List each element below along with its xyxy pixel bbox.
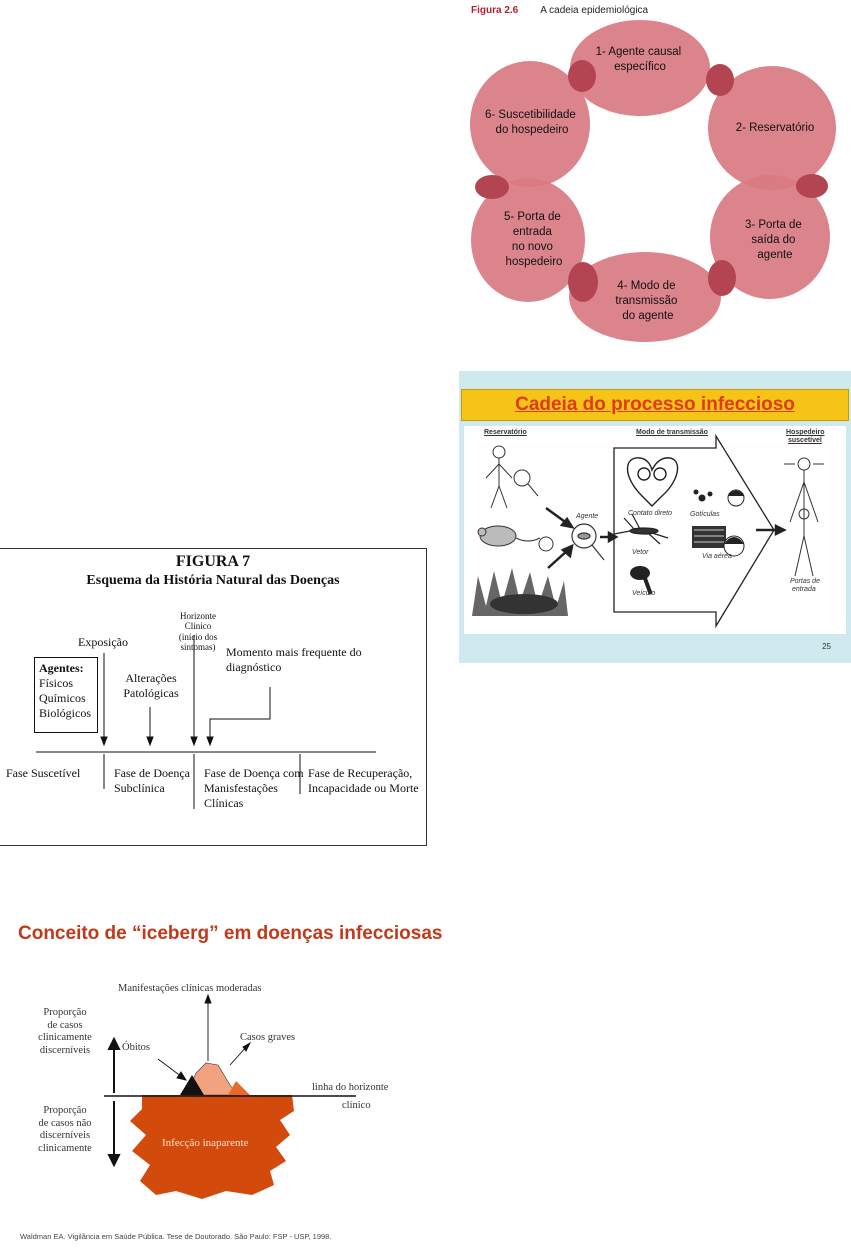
linha-horizonte-label: linha do horizonte	[312, 1082, 389, 1093]
slide-page-number: 25	[822, 642, 831, 651]
iceberg-tip-deaths	[180, 1075, 204, 1095]
chain-link-2	[708, 66, 836, 190]
proporcao-nao-discerniveis-label: Proporção de casos não discerníveis clin…	[38, 1105, 92, 1154]
figure-caption: Figura 2.6 A cadeia epidemiológica	[471, 5, 648, 16]
chain-text-6: 6- Suscetibilidade do hospedeiro	[485, 109, 579, 136]
direct-contact-icon	[626, 457, 679, 507]
label-portas-2: entrada	[792, 586, 816, 593]
label-veiculo: Veículo	[632, 590, 656, 597]
casos-graves-label: Casos graves	[240, 1032, 296, 1043]
fase-clinica: Fase de Doença com Manisfestações Clínic…	[204, 766, 304, 810]
mouse-reservoir-icon	[477, 525, 554, 552]
slide-title: Cadeia do processo infeccioso	[515, 394, 795, 415]
fase-recuperacao: Fase de Recuperação, Incapacidade ou Mor…	[308, 766, 419, 795]
label-contato-direto: Contato direto	[628, 510, 672, 517]
vehicle-food-icon	[630, 566, 653, 595]
fase-subclinica: Fase de Doença Subclínica	[114, 766, 190, 795]
iceberg-figure: Conceito de “iceberg” em doenças infecci…	[0, 915, 442, 1257]
horizonte-clinico-label: Horizonte Clínico (início dos sintomas)	[178, 611, 218, 653]
chain-link-4	[569, 252, 721, 342]
transmission-diagram	[472, 433, 824, 629]
exposicao-label: Exposição	[78, 635, 128, 649]
overlap-6-1	[568, 60, 596, 92]
agent-magnifier-icon	[571, 523, 605, 561]
chain-link-1	[570, 20, 710, 116]
agentes-box: Agentes: Físicos Químicos Biológicos	[34, 657, 98, 733]
label-modo-transmissao: Modo de transmissão	[636, 429, 708, 436]
timeline-diagram	[36, 635, 376, 809]
iceberg-submerged	[130, 1095, 294, 1199]
alteracoes-label: Alterações Patológicas	[123, 671, 179, 700]
linha-horizonte-label-2: clínico	[342, 1100, 371, 1111]
transmission-arrow	[613, 433, 775, 629]
overlap-1-2	[706, 64, 734, 96]
chain-ellipses: 1- Agente causal específico 2- Reservató…	[470, 20, 836, 342]
label-goticulas: Gotículas	[690, 511, 720, 518]
overlap-2-3	[796, 174, 828, 198]
iceberg-title: Conceito de “iceberg” em doenças infecci…	[18, 923, 443, 944]
overlap-4-5	[568, 262, 598, 302]
chain-text-5: 5- Porta de entrada no novo hospedeiro	[504, 211, 564, 268]
fase-suscetivel: Fase Suscetível	[6, 766, 81, 780]
chain-text-1: 1- Agente causal específico	[596, 46, 685, 73]
label-hospedeiro-2: suscetível	[788, 437, 822, 444]
infeccao-inaparente-label: Infecção inaparente	[162, 1137, 249, 1149]
obitos-label: Óbitos	[122, 1042, 151, 1053]
infectious-process-slide: Cadeia do processo infeccioso Reservatór…	[459, 371, 851, 663]
label-hospedeiro-1: Hospedeiro	[786, 429, 825, 436]
chain-text-4: 4- Modo de transmissão do agente	[615, 280, 680, 322]
animal-reservoir-icon	[472, 568, 568, 616]
vector-mosquito-icon	[613, 513, 669, 545]
figure7-title: FIGURA 7	[175, 553, 251, 570]
chain-link-3	[710, 175, 830, 299]
citation-credit: Waldman EA. Vigilância em Saúde Pública.…	[20, 1232, 332, 1241]
proporcao-discerniveis-label: Proporção de casos clinicamente discerní…	[38, 1007, 92, 1056]
slide-panel: Reservatório Modo de transmissão Hospede…	[464, 426, 846, 634]
chain-link-6	[470, 61, 590, 187]
manifestacoes-label: Manifestações clínicas moderadas	[118, 983, 262, 994]
chain-text-2: 2- Reservatório	[736, 122, 815, 134]
figure-number: Figura 2.6	[471, 5, 519, 16]
label-via-aerea: Via aérea	[702, 553, 732, 560]
chain-text-3: 3- Porta de saída do agente	[745, 219, 805, 261]
figure-title: A cadeia epidemiológica	[540, 5, 649, 16]
iceberg-tip-severe	[228, 1081, 250, 1095]
label-reservatorio: Reservatório	[484, 429, 527, 436]
iceberg-diagram	[104, 993, 356, 1199]
label-portas-1: Portas de	[790, 578, 820, 585]
momento-diagnostico-label: Momento mais frequente do diagnóstico	[226, 645, 362, 674]
slide-title-bar: Cadeia do processo infeccioso	[461, 389, 849, 421]
airborne-icon	[692, 526, 745, 557]
overlap-5-6	[475, 175, 509, 199]
overlap-3-4	[708, 260, 736, 296]
figure7-subtitle: Esquema da História Natural das Doenças	[86, 573, 340, 588]
label-agente: Agente	[576, 513, 599, 520]
natural-history-figure: FIGURA 7 Esquema da História Natural das…	[0, 548, 427, 846]
human-reservoir-icon	[485, 445, 539, 509]
epidemiological-chain-figure: Figura 2.6 A cadeia epidemiológica 1- Age…	[430, 0, 851, 345]
label-vetor: Vetor	[632, 549, 649, 556]
chain-link-5	[471, 178, 585, 302]
droplets-icon	[693, 489, 745, 507]
host-human-icon	[784, 457, 824, 577]
